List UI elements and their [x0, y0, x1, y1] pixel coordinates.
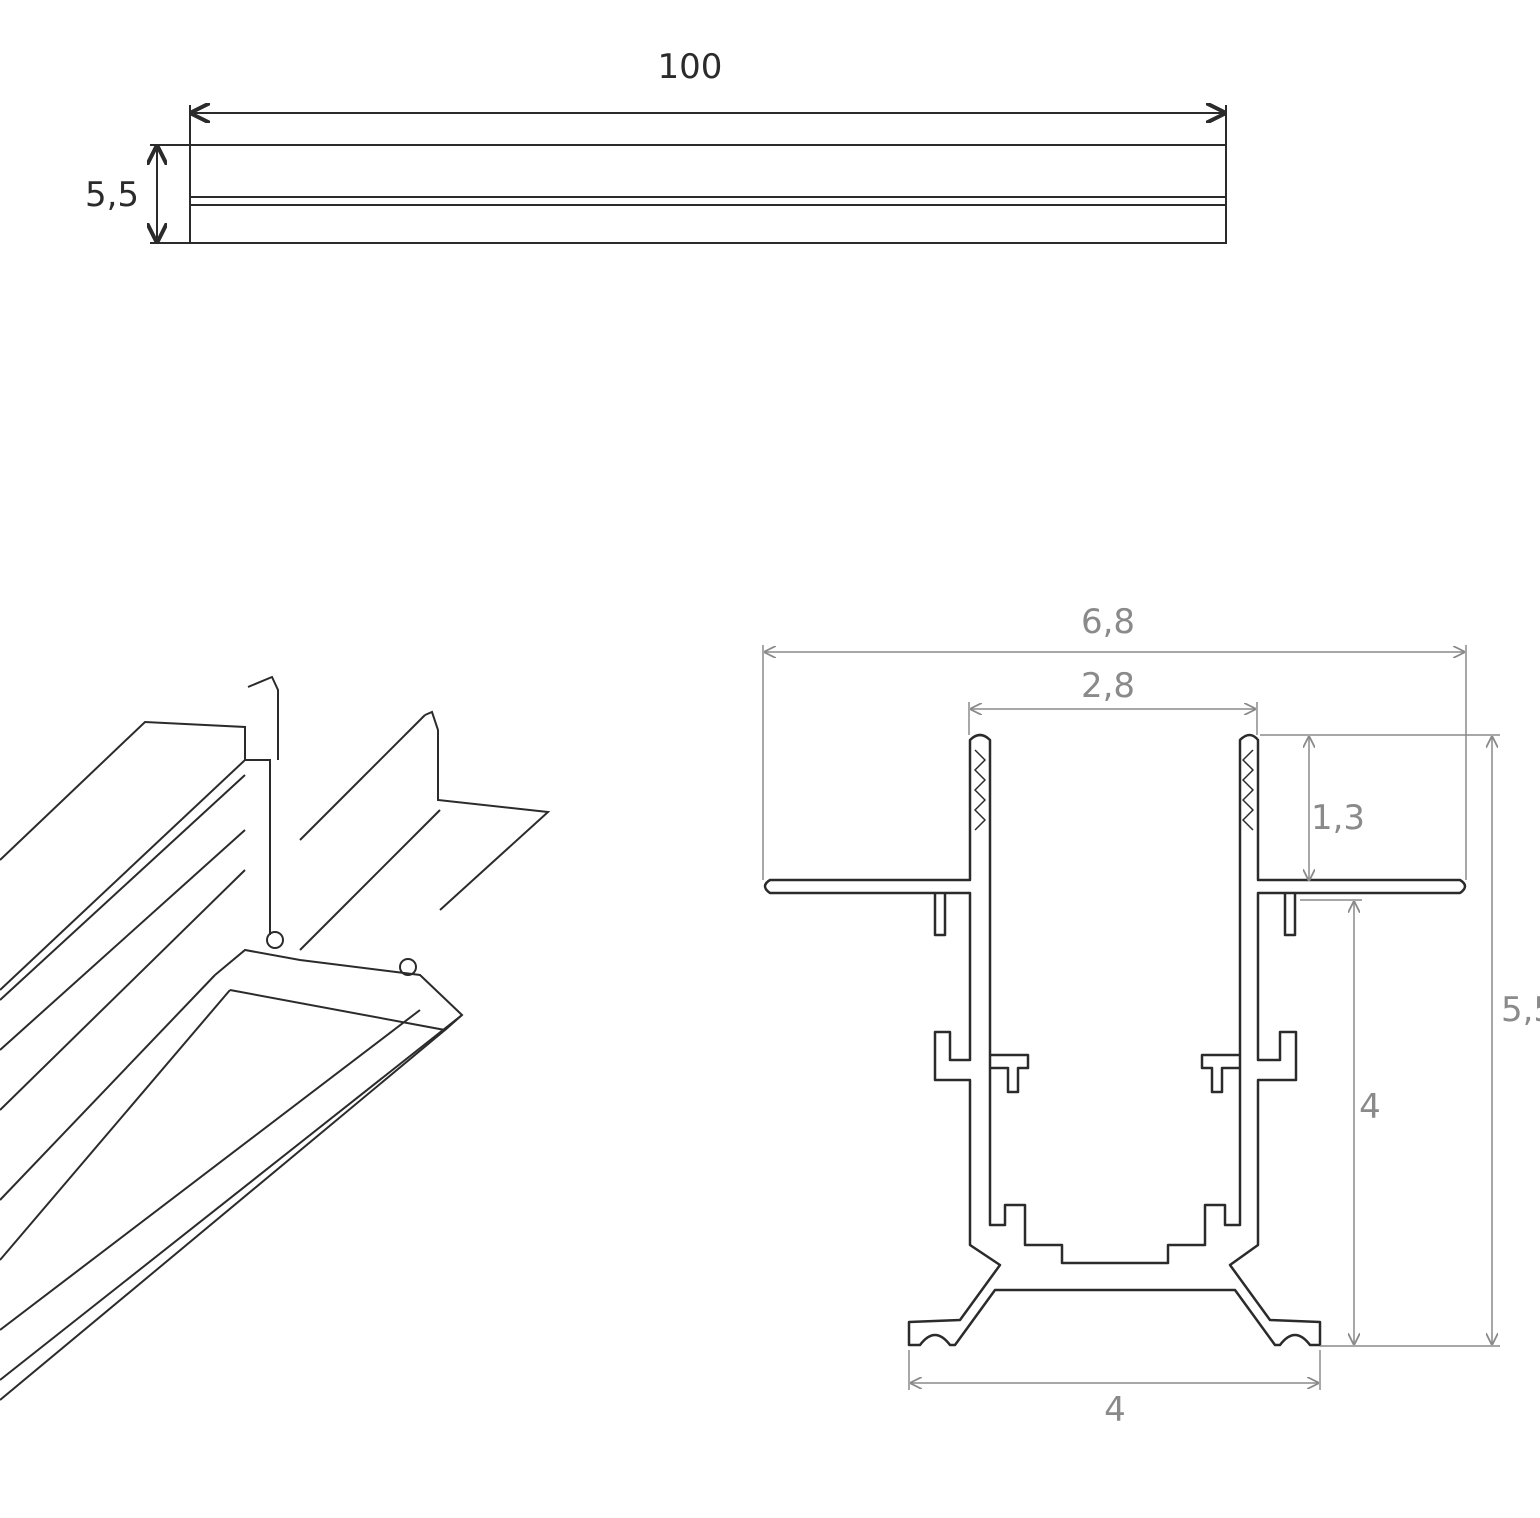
cross-section-profile — [763, 733, 1467, 1347]
cross-section-dimensions — [762, 645, 1500, 1390]
inner-width-label: 2,8 — [1080, 666, 1136, 706]
top-view — [150, 105, 1227, 244]
fin-height-label: 1,3 — [1310, 798, 1366, 838]
total-height-label: 5,5 — [1500, 990, 1540, 1030]
length-label: 100 — [657, 47, 723, 87]
body-height-label: 4 — [1359, 1087, 1381, 1127]
track-side-outline — [189, 144, 1227, 244]
overall-width-label: 6,8 — [1080, 602, 1136, 642]
height-label: 5,5 — [84, 175, 140, 215]
base-width-label: 4 — [1104, 1390, 1126, 1430]
isometric-view — [0, 675, 551, 1401]
